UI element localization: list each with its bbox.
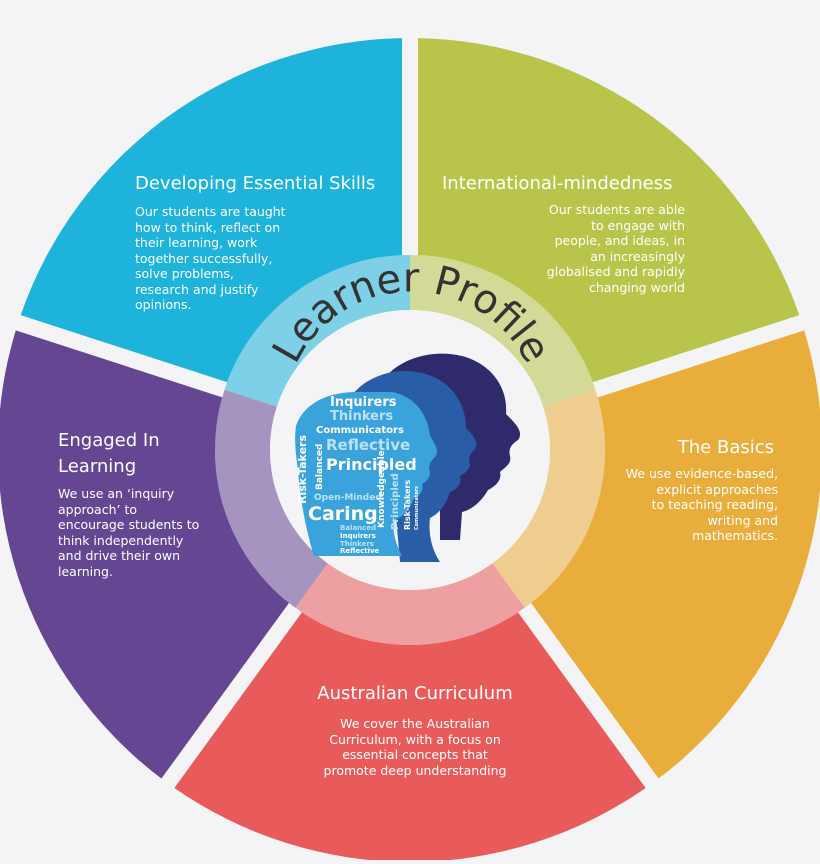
essential-skills-text: Our students are taught how to think, re… xyxy=(135,204,335,313)
essential-line: Our students are taught xyxy=(135,204,286,219)
ring-basics xyxy=(492,389,605,608)
word-caring: Caring xyxy=(308,503,378,525)
engaged-line: encourage students to xyxy=(58,517,200,532)
international-line: an increasingly xyxy=(590,248,685,264)
heads-icon xyxy=(295,353,521,562)
essential-line: solve problems, xyxy=(135,266,234,281)
head-light-silhouette xyxy=(295,392,437,556)
word-communicators: Communicators xyxy=(316,425,404,436)
word-open-minded: Open-Minded xyxy=(314,493,382,503)
word-reflective-small: Reflective xyxy=(340,547,380,555)
basics-line: to teaching reading, xyxy=(651,497,778,512)
international-line: Our students are able xyxy=(548,202,685,217)
engaged-line: and drive their own xyxy=(58,548,180,563)
word-communicators-small: Communicators xyxy=(414,486,420,530)
engaged-line: approach’ to xyxy=(58,501,137,517)
curriculum-line: promote deep understanding xyxy=(323,762,507,778)
basics-line: We use evidence-based, xyxy=(625,466,778,481)
engaged-line: We use an ‘inquiry xyxy=(58,486,175,501)
basics-line: explicit approaches xyxy=(656,481,778,497)
engaged-text: We use an ‘inquiry approach’ to encourag… xyxy=(58,486,258,579)
word-principled-small: Principled xyxy=(390,473,401,530)
curriculum-line: Curriculum, with a focus on xyxy=(329,731,501,747)
essential-line: their learning, work xyxy=(135,235,258,250)
basics-line: mathematics. xyxy=(692,528,778,543)
curriculum-line: essential concepts that xyxy=(342,747,488,762)
word-cloud: Inquirers Thinkers Communicators Reflect… xyxy=(296,395,420,555)
segment-international xyxy=(417,38,800,383)
basics-text: We use evidence-based, explicit approach… xyxy=(578,466,778,544)
ring-essential xyxy=(224,255,410,407)
word-inquirers: Inquirers xyxy=(330,395,397,410)
segment-basics xyxy=(530,330,820,779)
international-line: globalised and rapidly xyxy=(546,264,685,279)
basics-line: writing and xyxy=(707,512,778,528)
word-balanced: Balanced xyxy=(315,444,325,490)
international-text: Our students are able to engage with peo… xyxy=(485,202,685,295)
curriculum-title: Australian Curriculum xyxy=(317,683,513,704)
word-principled: Principled xyxy=(326,455,417,474)
word-risk-takers: Risk-Takers xyxy=(296,435,309,504)
engaged-line: think independently xyxy=(58,532,184,548)
word-balanced-small: Balanced xyxy=(340,524,376,532)
word-thinkers-small: Thinkers xyxy=(340,540,374,548)
word-thinkers: Thinkers xyxy=(330,409,393,424)
word-knowledgeable: Knowledgeable xyxy=(377,450,387,528)
basics-title: The Basics xyxy=(677,437,774,458)
word-risk-takers-small: Risk-Takers xyxy=(403,480,412,530)
curriculum-text: We cover the Australian Curriculum, with… xyxy=(290,716,540,778)
essential-line: research and justify xyxy=(135,281,259,297)
international-title: International-mindedness xyxy=(442,173,673,194)
word-reflective: Reflective xyxy=(326,436,410,454)
international-line: changing world xyxy=(588,279,685,295)
segment-curriculum xyxy=(174,612,646,863)
ring-international xyxy=(410,255,596,407)
international-line: to engage with xyxy=(591,217,685,233)
ring-curriculum xyxy=(295,563,525,645)
essential-skills-title: Developing Essential Skills xyxy=(135,173,376,194)
segment-essential xyxy=(20,38,403,383)
engaged-line: learning. xyxy=(58,563,113,579)
international-line: people, and ideas, in xyxy=(554,233,685,248)
engaged-title-line: Engaged In xyxy=(58,430,160,451)
essential-line: together successfully, xyxy=(135,250,273,266)
essential-line: how to think, reflect on xyxy=(135,219,281,235)
ring-engaged xyxy=(215,389,328,608)
engaged-title: Engaged In Learning xyxy=(58,428,160,480)
word-inquirers-small: Inquirers xyxy=(340,532,376,540)
curriculum-line: We cover the Australian xyxy=(340,716,490,731)
essential-line: opinions. xyxy=(135,297,192,312)
segment-engaged xyxy=(0,330,290,779)
engaged-title-line: Learning xyxy=(58,456,137,477)
